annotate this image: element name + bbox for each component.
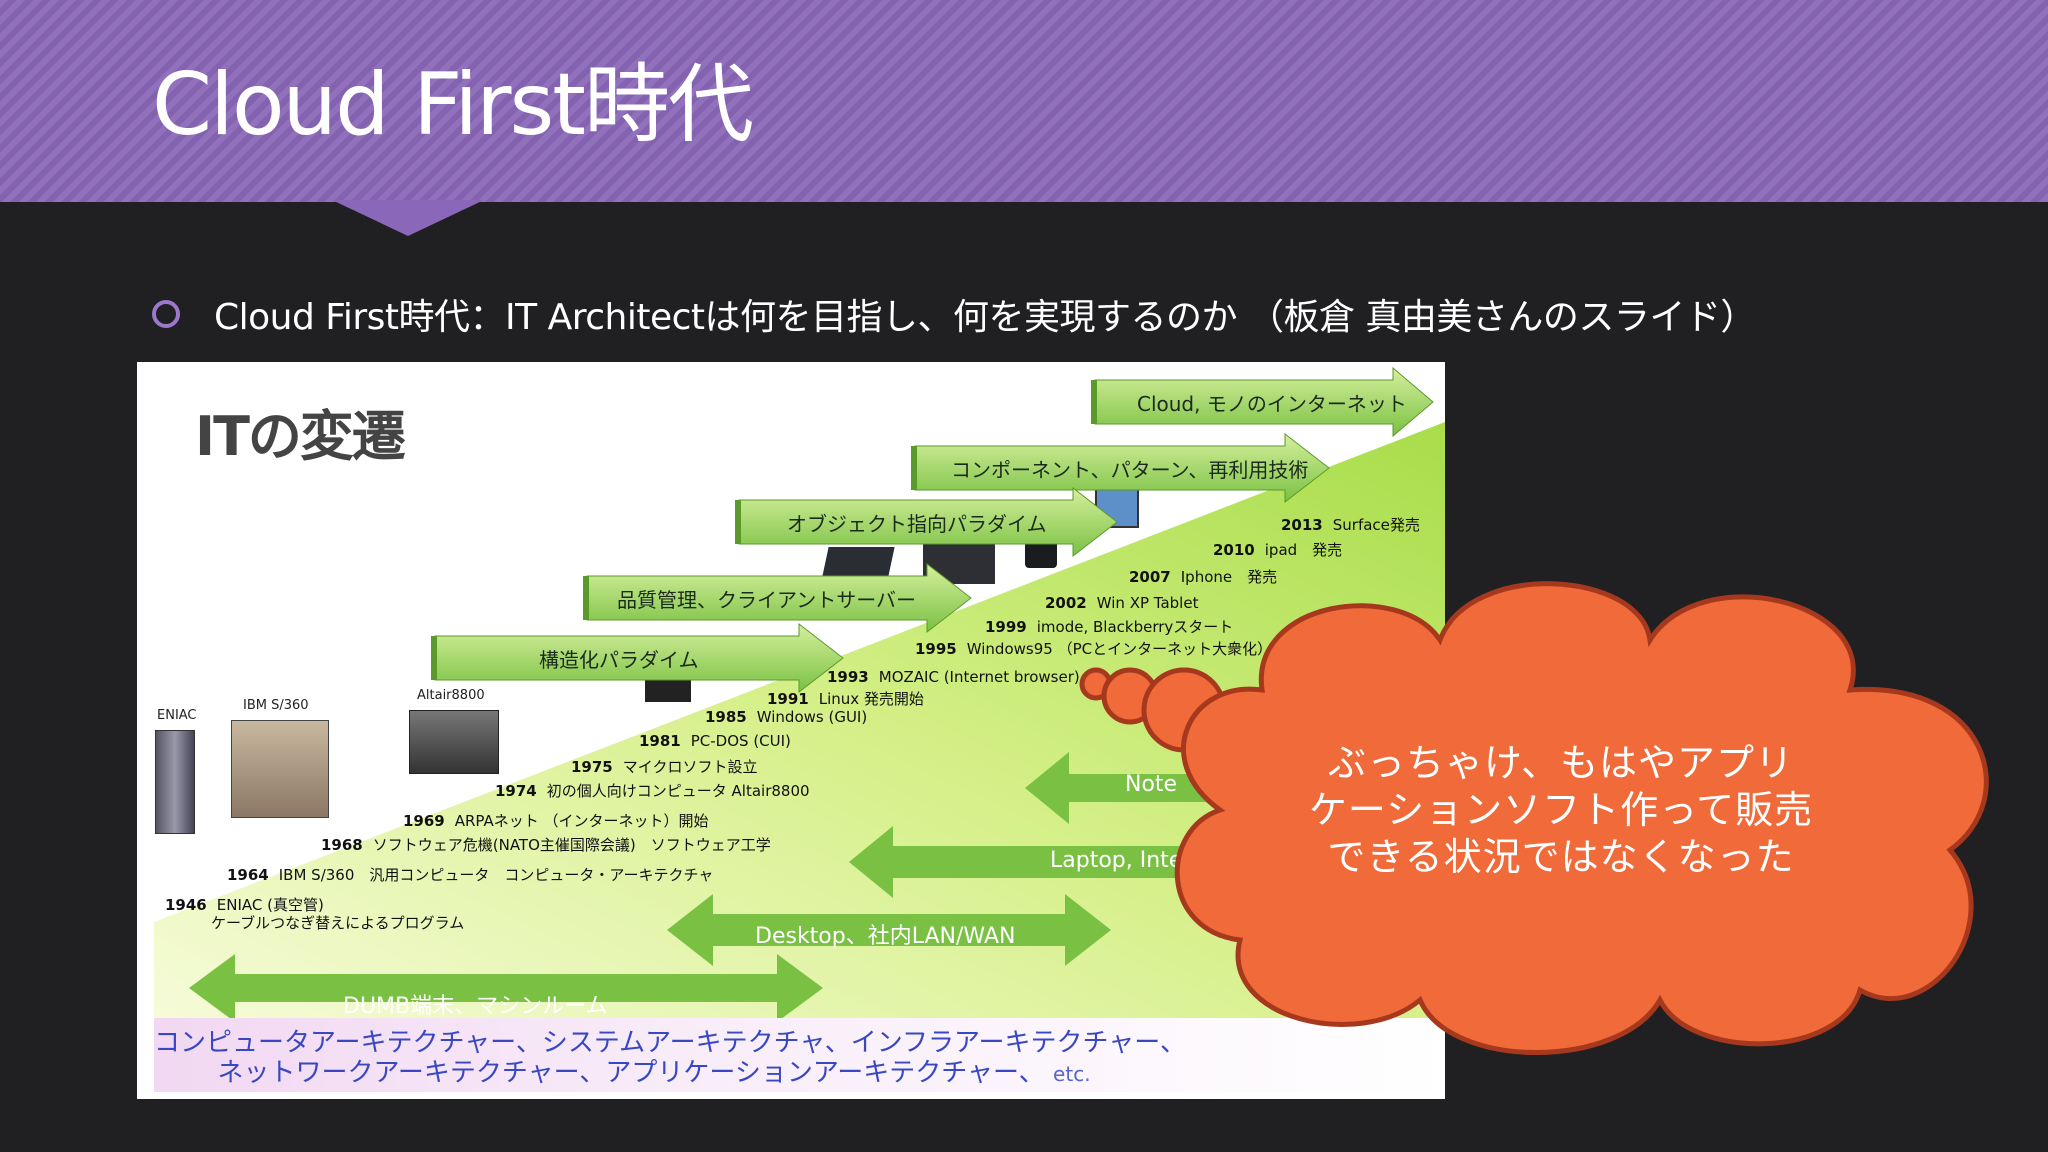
header-notch <box>332 200 484 236</box>
altair-image <box>409 710 499 774</box>
cloud-text-line-2: ケーションソフト作って販売 <box>1308 788 1814 832</box>
paradigm-label-quality: 品質管理、クライアントサーバー <box>617 588 916 612</box>
architecture-band: コンピュータアーキテクチャー、システムアーキテクチャ、インフラアーキテクチャー、… <box>154 1018 1445 1092</box>
cloud-text-line-3: できる状況ではなくなった <box>1327 835 1795 879</box>
env-arrow-laptop <box>849 826 1317 898</box>
altair-label: Altair8800 <box>417 688 485 703</box>
bullet-item: Cloud First時代：IT Architectは何を目指し、何を実現するの… <box>152 296 1756 338</box>
band-line-1: コンピュータアーキテクチャー、システムアーキテクチャ、インフラアーキテクチャー、 <box>154 1028 1186 1058</box>
paradigm-arrow-component <box>911 432 1330 504</box>
paradigm-arrow-structured <box>431 622 844 694</box>
eniac-image <box>155 730 195 834</box>
band-line-2: ネットワークアーキテクチャー、アプリケーションアーキテクチャー、 etc. <box>154 1052 1154 1089</box>
paradigm-arrow-cloud <box>1091 366 1434 438</box>
paradigm-arrow-oop <box>735 486 1118 558</box>
ibm-s360-label: IBM S/360 <box>243 698 309 713</box>
env-label-desktop: Desktop、社内LAN/WAN <box>755 924 1016 949</box>
paradigm-label-oop: オブジェクト指向パラダイム <box>787 512 1047 536</box>
env-label-note: Note <box>1125 772 1178 797</box>
paradigm-label-component: コンポーネント、パターン、再利用技術 <box>951 458 1309 482</box>
bullet-circle-icon <box>152 300 180 328</box>
env-arrow-dumb <box>189 954 823 1022</box>
slide-title: Cloud First時代 <box>152 55 754 155</box>
ibm-s360-image <box>231 720 329 818</box>
figure-title: ITの変遷 <box>195 405 406 468</box>
slide-header <box>0 0 2048 202</box>
paradigm-label-structured: 構造化パラダイム <box>539 648 699 672</box>
it-evolution-figure: ITの変遷 ENIAC IBM S/360 Altair8800 <box>137 362 1445 1099</box>
env-arrow-desktop <box>667 894 1111 966</box>
paradigm-arrow-quality <box>583 562 972 634</box>
band-line-2-etc: etc. <box>1053 1062 1091 1086</box>
bullet-text: Cloud First時代：IT Architectは何を目指し、何を実現するの… <box>214 297 1756 338</box>
thought-cloud-body <box>1174 581 1989 1055</box>
paradigm-label-cloud: Cloud, モノのインターネット <box>1137 392 1407 416</box>
timeline-entry-note: ケーブルつなぎ替えによるプログラム <box>211 914 465 932</box>
env-label-dumb: DUMB端末、マシンルーム <box>343 994 608 1019</box>
eniac-label: ENIAC <box>157 708 197 723</box>
band-line-2-main: ネットワークアーキテクチャー、アプリケーションアーキテクチャー、 <box>217 1058 1045 1088</box>
thought-cloud-text: ぶっちゃけ、もはやアプリ ケーションソフト作って販売 できる状況ではなくなった <box>1291 740 1831 881</box>
cloud-text-line-1: ぶっちゃけ、もはやアプリ <box>1327 741 1795 785</box>
